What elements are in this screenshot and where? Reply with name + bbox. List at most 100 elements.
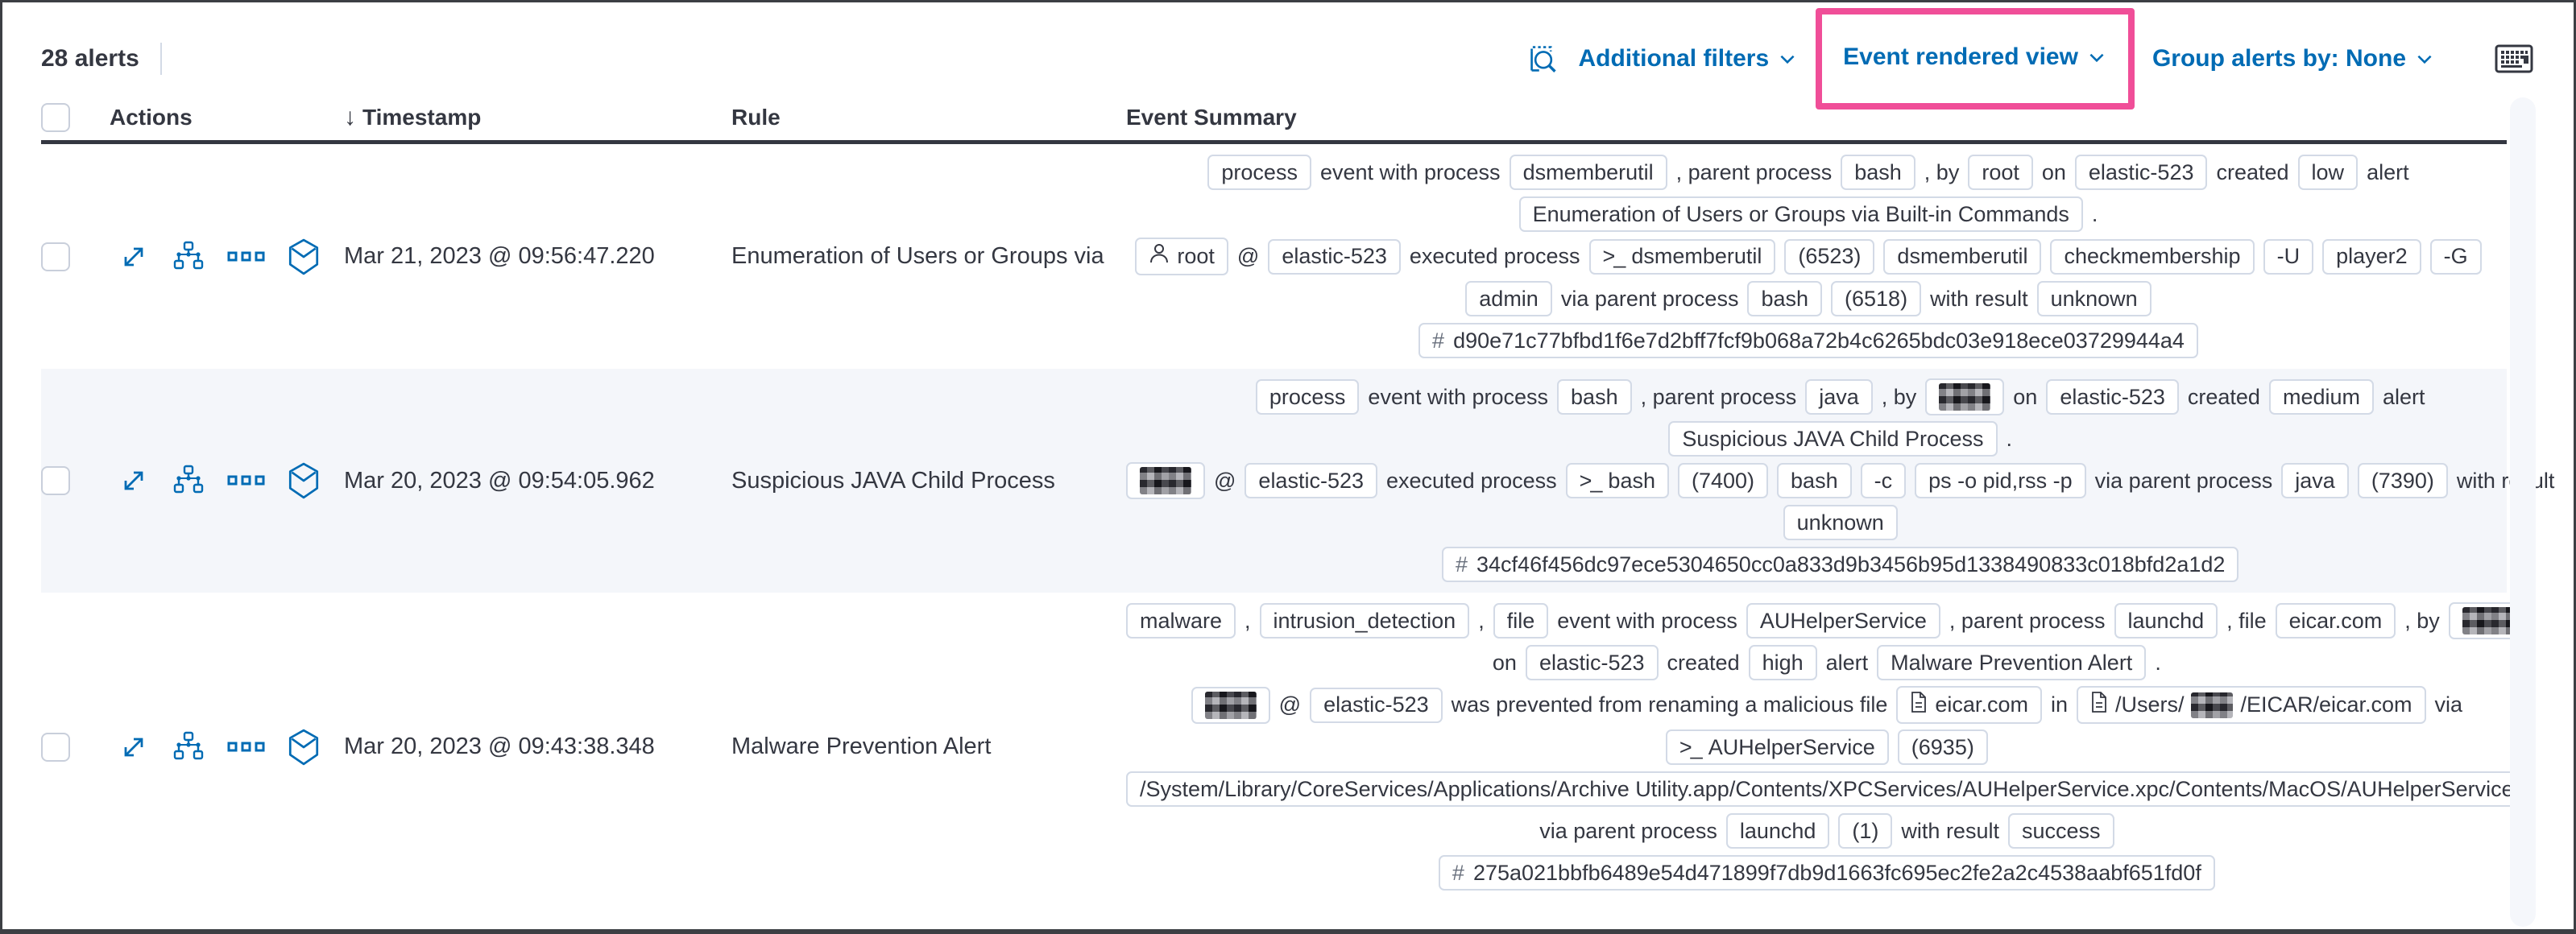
event-rendered-view-button[interactable]: Event rendered view (1837, 43, 2114, 71)
field-value-badge[interactable]: java (2281, 463, 2349, 498)
summary-text: executed process (1386, 468, 1557, 493)
badge-text: launchd (2127, 608, 2205, 633)
expand-alert-icon[interactable] (118, 241, 150, 273)
session-view-icon[interactable] (287, 238, 321, 275)
field-value-badge[interactable]: process (1207, 155, 1311, 190)
field-value-badge[interactable]: java (1805, 379, 1873, 415)
expand-alert-icon[interactable] (118, 731, 150, 763)
analyze-event-icon[interactable] (171, 239, 206, 275)
badge-text: low (2311, 159, 2345, 184)
field-value-badge[interactable]: root (1135, 238, 1228, 275)
field-value-badge[interactable]: #275a021bbfb6489e54d471899f7db9d1663fc69… (1438, 855, 2215, 891)
field-value-badge[interactable]: Enumeration of Users or Groups via Built… (1518, 196, 2083, 232)
field-value-badge[interactable] (1925, 378, 2005, 415)
field-value-badge[interactable]: >_bash (1565, 463, 1669, 498)
summary-text: @ (1236, 244, 1260, 268)
field-value-badge[interactable]: #d90e71c77bfbd1f6e7d2bff7fcf9b068a72b4c6… (1418, 323, 2198, 358)
inspect-icon[interactable] (1526, 42, 1560, 76)
field-value-badge[interactable]: high (1748, 645, 1817, 680)
summary-text: . (2091, 201, 2098, 226)
field-value-badge[interactable]: #34cf46f456dc97ece5304650cc0a833d9b3456b… (1441, 547, 2239, 582)
field-value-badge[interactable]: -U (2263, 238, 2314, 275)
field-value-badge[interactable]: Malware Prevention Alert (1877, 645, 2147, 680)
field-value-badge[interactable]: (7400) (1677, 463, 1769, 498)
field-value-badge[interactable]: launchd (1725, 813, 1830, 849)
keyboard-shortcuts-icon[interactable] (2495, 43, 2533, 74)
terminal-icon: >_ (1579, 468, 1603, 493)
column-header-actions: Actions (110, 104, 193, 130)
event-summary-line: unknown (1126, 504, 2554, 541)
field-value-badge[interactable]: (6935) (1897, 729, 1988, 765)
summary-text: via (2434, 692, 2463, 717)
field-value-badge[interactable]: (6523) (1784, 238, 1875, 275)
field-value-badge[interactable]: launchd (2114, 603, 2218, 639)
field-value-badge[interactable]: eicar.com (2275, 603, 2396, 639)
analyze-event-icon[interactable] (171, 463, 206, 498)
field-value-badge[interactable]: bash (1777, 463, 1852, 498)
field-value-badge[interactable]: root (1968, 155, 2033, 190)
select-all-checkbox[interactable] (41, 102, 70, 132)
additional-filters-button[interactable]: Additional filters (1572, 45, 1804, 72)
field-value-badge[interactable]: -G (2429, 238, 2482, 275)
field-value-badge[interactable]: AUHelperService (1746, 603, 1940, 639)
analyze-event-icon[interactable] (171, 729, 206, 765)
vertical-scrollbar[interactable] (2510, 97, 2536, 927)
summary-text: , parent process (1640, 384, 1797, 409)
field-value-badge[interactable]: elastic-523 (1310, 687, 1443, 723)
field-value-badge[interactable]: intrusion_detection (1259, 603, 1470, 639)
group-alerts-by-button[interactable]: Group alerts by: None (2146, 45, 2441, 72)
field-value-badge[interactable]: elastic-523 (2074, 155, 2208, 190)
field-value-badge[interactable]: process (1255, 379, 1360, 415)
badge-text: bash (1791, 468, 1838, 493)
field-value-badge[interactable]: dsmemberutil (1883, 238, 2042, 275)
field-value-badge[interactable]: medium (2268, 379, 2374, 415)
field-value-badge[interactable]: bash (1747, 281, 1823, 316)
field-value-badge[interactable]: -c (1860, 463, 1907, 498)
field-value-badge[interactable] (1126, 462, 1205, 499)
field-value-badge[interactable]: player2 (2322, 238, 2421, 275)
field-value-badge[interactable]: success (2007, 813, 2114, 849)
field-value-badge[interactable]: (6518) (1831, 281, 1922, 316)
field-value-badge[interactable]: bash (1557, 379, 1632, 415)
field-value-badge[interactable]: low (2297, 155, 2359, 190)
field-value-badge[interactable] (1191, 686, 1270, 724)
badge-text: unknown (1796, 510, 1884, 535)
more-actions-icon[interactable] (227, 250, 266, 264)
field-value-badge[interactable]: /System/Library/CoreServices/Application… (1126, 771, 2528, 807)
session-view-icon[interactable] (287, 729, 321, 766)
field-value-badge[interactable]: eicar.com (1896, 686, 2042, 724)
field-value-badge[interactable]: checkmembership (2050, 238, 2255, 275)
alert-rule-name[interactable]: Enumeration of Users or Groups via Bui (731, 243, 1110, 269)
badge-text: elastic-523 (1282, 244, 1387, 268)
field-value-badge[interactable]: bash (1841, 155, 1915, 190)
column-header-timestamp[interactable]: ↓ Timestamp (292, 104, 731, 131)
field-value-badge[interactable]: unknown (2036, 281, 2151, 316)
field-value-badge[interactable]: Suspicious JAVA Child Process (1668, 421, 1998, 457)
more-actions-icon[interactable] (227, 740, 266, 754)
field-value-badge[interactable]: malware (1126, 603, 1236, 639)
field-value-badge[interactable]: dsmemberutil (1509, 155, 1667, 190)
field-value-badge[interactable]: unknown (1783, 505, 1898, 540)
field-value-badge[interactable]: >_AUHelperService (1665, 729, 1889, 765)
field-value-badge[interactable]: elastic-523 (1268, 238, 1401, 275)
field-value-badge[interactable]: admin (1465, 281, 1552, 316)
session-view-icon[interactable] (287, 462, 321, 499)
row-checkbox[interactable] (41, 732, 70, 762)
field-value-badge[interactable]: file (1493, 603, 1549, 639)
more-actions-icon[interactable] (227, 473, 266, 488)
alert-rule-name[interactable]: Malware Prevention Alert (731, 734, 992, 759)
field-value-badge[interactable]: elastic-523 (2046, 379, 2179, 415)
summary-text: via parent process (2094, 468, 2273, 493)
field-value-badge[interactable]: /Users//EICAR/eicar.com (2076, 686, 2426, 724)
field-value-badge[interactable]: elastic-523 (1245, 463, 1377, 498)
summary-text: was prevented from renaming a malicious … (1451, 692, 1888, 717)
field-value-badge[interactable]: ps -o pid,rss -p (1915, 463, 2086, 498)
row-checkbox[interactable] (41, 242, 70, 271)
field-value-badge[interactable]: (1) (1838, 813, 1893, 849)
field-value-badge[interactable]: (7390) (2357, 463, 2448, 498)
field-value-badge[interactable]: elastic-523 (1525, 645, 1659, 680)
alert-rule-name[interactable]: Suspicious JAVA Child Process (731, 467, 1055, 494)
field-value-badge[interactable]: >_dsmemberutil (1588, 238, 1776, 275)
row-checkbox[interactable] (41, 466, 70, 495)
expand-alert-icon[interactable] (118, 465, 150, 497)
